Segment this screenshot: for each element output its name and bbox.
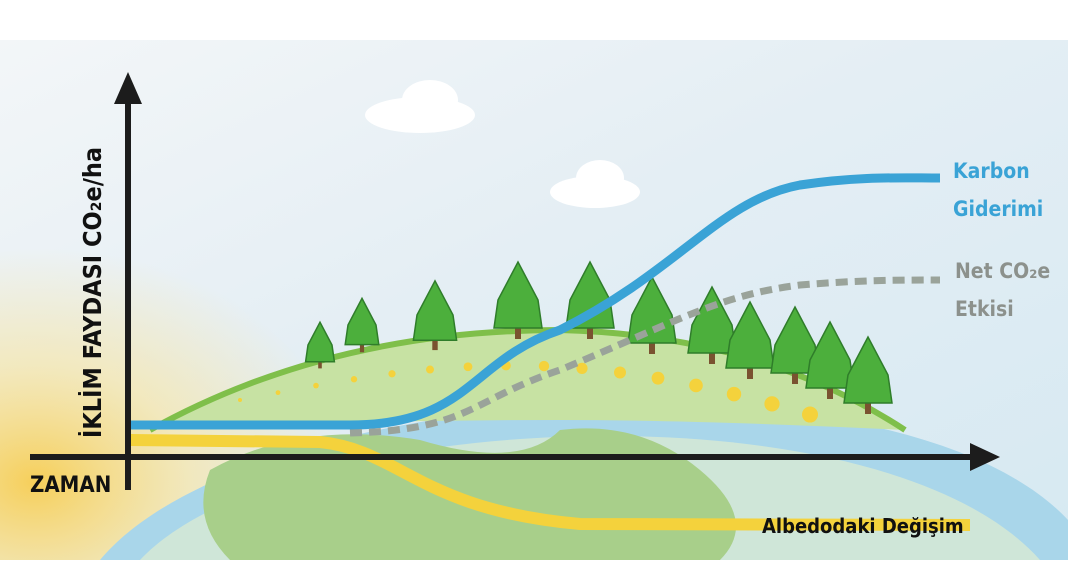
trees [304,260,893,414]
albedo-label: Albedodaki Değişim [762,514,964,538]
sunlight-dots [238,360,818,423]
carbon-removal-line [130,173,941,430]
tree-icon [493,260,543,339]
tree-icon [344,296,380,353]
hill [150,330,905,430]
albedo-line [129,434,971,531]
arrow-right-icon [970,443,1000,471]
net-effect-label-line1: Net CO₂e [955,259,1050,283]
y-axis [114,72,142,490]
tree-icon [725,300,775,379]
x-axis [30,443,1000,471]
y-axis-label: İKLİM FAYDASI CO₂e/ha [77,147,107,438]
tree-icon [843,335,893,414]
tree-icon [687,285,737,364]
carbon-removal-label-line1: Karbon [953,159,1030,183]
arrow-up-icon [114,72,142,104]
tree-icon [412,279,458,351]
tree-icon [770,305,820,384]
cloud-icon [365,80,640,208]
tree-icon [805,320,855,399]
net-effect-line [349,276,941,437]
background-illustration [0,40,1068,560]
net-effect-label-line2: Etkisi [955,297,1014,321]
x-axis-label: ZAMAN [30,473,111,498]
tree-icon [304,320,336,369]
carbon-removal-label-line2: Giderimi [953,197,1043,221]
